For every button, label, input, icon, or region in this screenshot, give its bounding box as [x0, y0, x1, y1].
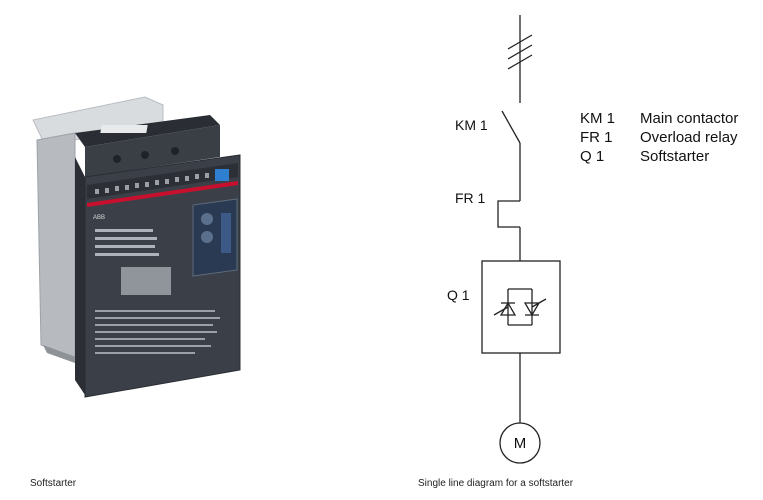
legend-desc: Overload relay: [640, 129, 738, 146]
overload-relay: [497, 200, 520, 228]
motor-label: M: [514, 435, 527, 452]
single-line-diagram: M: [481, 15, 561, 464]
legend-item-q1: Q 1 Softstarter: [580, 148, 709, 165]
phase-tick: [507, 34, 533, 50]
phase-tick: [507, 54, 533, 70]
softstarter-caption: Softstarter: [30, 478, 77, 489]
relay-label: FR 1: [455, 190, 486, 206]
legend-item-km1: KM 1 Main contactor: [580, 110, 738, 127]
softstarter-label: Q 1: [447, 287, 470, 303]
legend-desc: Main contactor: [640, 110, 739, 127]
legend-code: Q 1: [580, 148, 605, 165]
legend-desc: Softstarter: [640, 148, 710, 165]
contactor-switch: [501, 110, 521, 144]
legend-code: FR 1: [580, 129, 613, 146]
legend-item-fr1: FR 1 Overload relay: [580, 129, 738, 146]
contactor-label: KM 1: [455, 117, 488, 133]
diagram-caption: Single line diagram for a softstarter: [418, 478, 574, 489]
brand-logo: ABB: [93, 215, 105, 221]
phase-tick: [507, 44, 533, 60]
motor-symbol: [499, 422, 541, 464]
legend-code: KM 1: [580, 110, 616, 127]
softstarter-product-image: ABB: [32, 96, 241, 398]
softstarter-box: [481, 260, 561, 354]
thyristor-symbol: [493, 288, 547, 326]
